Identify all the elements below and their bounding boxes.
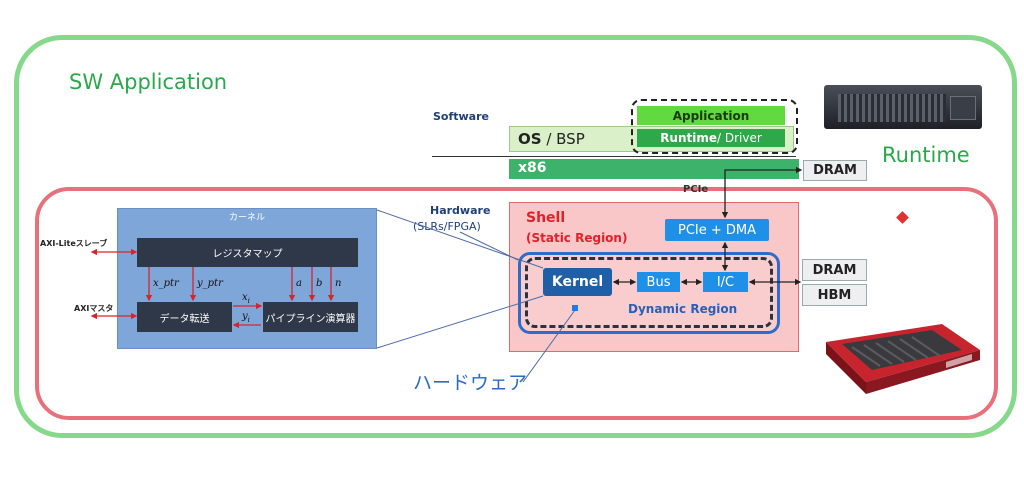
- software-hardware-divider: [432, 156, 796, 157]
- software-label: Software: [433, 110, 489, 123]
- yi-label: yi: [242, 311, 250, 324]
- pcie-dma-block: PCIe + DMA: [665, 219, 769, 241]
- xi-base: x: [242, 292, 248, 303]
- server-handle: [950, 96, 976, 120]
- ic-block: I/C: [703, 272, 748, 292]
- static-region-label: (Static Region): [526, 231, 628, 245]
- xi-subscript: i: [247, 297, 250, 305]
- server-front-panel: [838, 94, 946, 122]
- dynamic-region-marker: [572, 305, 578, 311]
- pcie-label: PCIe: [683, 184, 709, 195]
- axi-master-label: AXIマスタ: [74, 304, 114, 313]
- yi-base: y: [242, 311, 248, 322]
- fpga-dram-box: DRAM: [802, 259, 867, 281]
- application-bar: Application: [637, 106, 785, 125]
- os-text: OS: [518, 130, 542, 148]
- driver-text: / Driver: [717, 131, 762, 145]
- y-ptr-label: y_ptr: [197, 278, 223, 289]
- n-label: n: [335, 278, 342, 289]
- hardware-jp-label: ハードウェア: [413, 372, 528, 394]
- application-dashed-frame: [631, 99, 798, 154]
- kernel-detail-title: カーネル: [228, 213, 265, 223]
- yi-subscript: i: [247, 316, 250, 324]
- a-label: a: [296, 278, 302, 289]
- hardware-jp-pointer: [522, 309, 576, 383]
- runtime-bold-text: Runtime: [660, 131, 718, 145]
- runtime-driver-label: Runtime / Driver: [637, 129, 785, 147]
- b-label: b: [316, 278, 323, 289]
- data-transfer-block: データ転送: [137, 302, 232, 332]
- xi-label: xi: [242, 292, 250, 305]
- dynamic-region-dashed: [525, 257, 773, 328]
- fpga-card-graphic: [826, 324, 980, 394]
- runtime-frame: [35, 187, 998, 420]
- runtime-driver-bar: [637, 129, 785, 147]
- axi-lite-label: AXI-Liteスレーブ: [40, 239, 108, 248]
- shell-label: Shell: [526, 210, 566, 226]
- hardware-label: Hardware: [430, 204, 491, 217]
- runtime-label: Runtime: [882, 143, 970, 167]
- x-ptr-label: x_ptr: [153, 278, 179, 289]
- pcie-host-link: [721, 166, 803, 219]
- zoom-line-top: [376, 209, 544, 269]
- kernel-block: Kernel: [543, 268, 612, 296]
- bsp-text: / BSP: [541, 130, 585, 148]
- hardware-pointer-line: [459, 231, 519, 261]
- os-bsp-label: OS / BSP: [518, 130, 585, 148]
- sw-application-frame: [14, 35, 1017, 438]
- dynamic-region-label: Dynamic Region: [628, 302, 738, 316]
- fpga-card-image: [822, 320, 984, 402]
- register-map-block: レジスタマップ: [137, 238, 358, 267]
- pipeline-block: パイプライン演算器: [263, 302, 358, 332]
- host-dram-box: DRAM: [803, 160, 867, 181]
- sw-application-label: SW Application: [69, 70, 228, 94]
- hbm-box: HBM: [802, 284, 867, 306]
- bus-block: Bus: [637, 272, 680, 292]
- hardware-sub-label: (SLRs/FPGA): [413, 220, 481, 233]
- zoom-line-bottom: [376, 295, 544, 349]
